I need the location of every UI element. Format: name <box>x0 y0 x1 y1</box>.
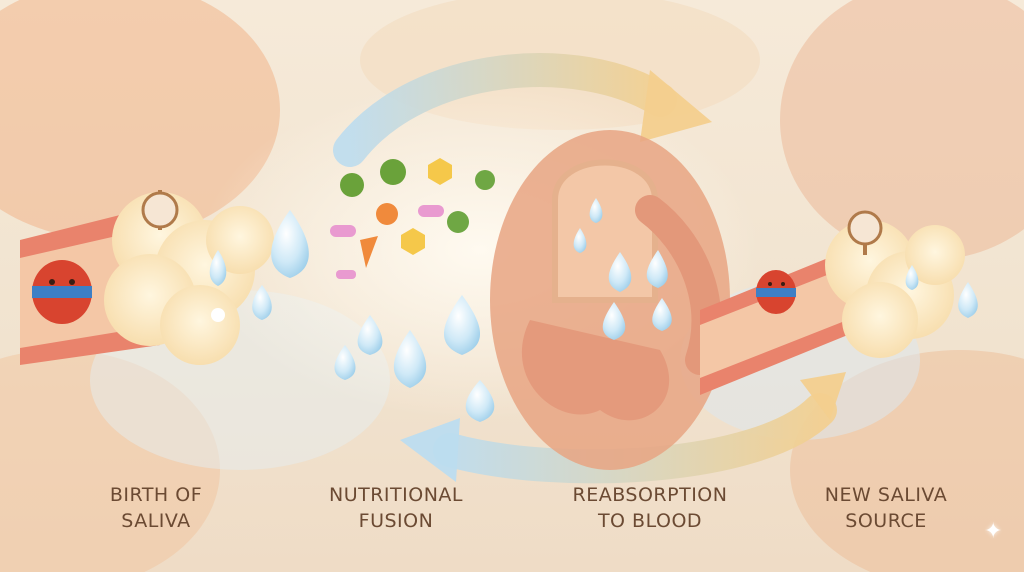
saliva-droplets-middle <box>334 295 495 422</box>
saliva-droplets-intestine <box>573 198 672 340</box>
red-blood-cell-character <box>756 270 796 314</box>
stage-label-nutritional-fusion: NUTRITIONAL FUSION <box>286 482 506 534</box>
stage-label-line1: REABSORPTION <box>572 484 728 506</box>
nutrient-icons <box>330 158 495 279</box>
orange-icon <box>376 203 398 225</box>
right-blood-vessel <box>700 245 860 395</box>
vitamin-icon <box>428 158 452 185</box>
stage-label-line1: NUTRITIONAL <box>329 484 463 506</box>
stage-label-reabsorption-to-blood: REABSORPTION TO BLOOD <box>540 482 760 534</box>
saliva-droplets-left <box>209 210 309 322</box>
carrot-icon <box>360 236 378 268</box>
intestinal-villi <box>490 130 730 470</box>
pill-icon <box>330 205 444 279</box>
curved-arrow-left-icon <box>400 372 846 484</box>
flower-sign-icon <box>847 210 883 246</box>
stage-label-line1: BIRTH OF <box>109 484 203 506</box>
stage-label-line1: NEW SALIVA <box>824 484 948 506</box>
red-blood-cell-character <box>32 260 92 324</box>
broccoli-icon <box>340 159 406 197</box>
stage-label-new-saliva-source: NEW SALIVA SOURCE <box>776 482 996 534</box>
stage-label-line2: TO BLOOD <box>597 510 703 532</box>
green-cell-icon <box>447 170 495 233</box>
sparkle-icon: ✦ <box>984 518 1003 543</box>
stage-label-birth-of-saliva: BIRTH OF SALIVA <box>46 482 266 534</box>
right-saliva-gland <box>825 210 978 358</box>
stage-label-line2: SALIVA <box>121 510 191 532</box>
flower-sign-icon <box>141 191 179 229</box>
stage-label-line2: FUSION <box>358 510 434 532</box>
vitamin-icon <box>401 228 425 255</box>
stage-label-line2: SOURCE <box>845 510 927 532</box>
curved-arrow-right-icon <box>333 53 712 167</box>
left-saliva-gland <box>104 190 274 365</box>
